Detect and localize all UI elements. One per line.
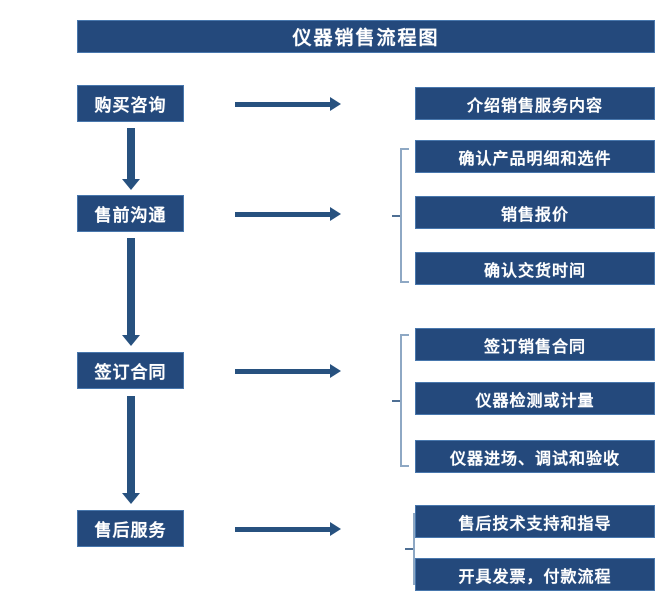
stage-node-aftersales-service: 售后服务 — [77, 510, 184, 547]
detail-node-aftersales-technical-support: 售后技术支持和指导 — [415, 505, 655, 538]
horizontal-arrow-icon-3 — [235, 364, 341, 378]
arrow-shaft — [235, 369, 330, 374]
arrow-shaft — [127, 128, 135, 179]
arrow-head — [330, 97, 341, 111]
page-title: 仪器销售流程图 — [77, 20, 655, 53]
arrow-head — [330, 364, 341, 378]
bracket-stem — [405, 548, 414, 550]
detail-node-instrument-inspection: 仪器检测或计量 — [415, 382, 655, 415]
vertical-arrow-icon-1 — [122, 128, 140, 190]
arrow-head — [122, 493, 140, 504]
bracket-stem — [392, 399, 401, 402]
bracket-spine — [413, 513, 415, 585]
horizontal-arrow-icon-2 — [235, 207, 341, 221]
bracket-cap-top — [400, 148, 409, 150]
bracket-icon-group2 — [392, 148, 410, 283]
bracket-icon-group3 — [392, 334, 410, 467]
arrow-shaft — [235, 102, 330, 107]
arrow-head — [122, 179, 140, 190]
arrow-shaft — [235, 527, 330, 532]
arrow-head — [330, 207, 341, 221]
stage-node-purchase-inquiry: 购买咨询 — [77, 85, 184, 122]
horizontal-arrow-icon-1 — [235, 97, 341, 111]
arrow-shaft — [235, 212, 330, 217]
detail-node-instrument-installation: 仪器进场、调试和验收 — [415, 440, 655, 473]
bracket-spine — [400, 148, 402, 283]
stage-node-sign-contract: 签订合同 — [77, 352, 184, 389]
detail-node-invoice-and-payment: 开具发票，付款流程 — [415, 558, 655, 591]
arrow-shaft — [127, 238, 135, 335]
detail-node-sign-sales-contract: 签订销售合同 — [415, 328, 655, 361]
arrow-shaft — [127, 396, 135, 493]
bracket-cap-bottom — [400, 281, 409, 283]
stage-node-presales-communication: 售前沟通 — [77, 195, 184, 232]
bracket-cap-bottom — [400, 465, 409, 467]
detail-node-confirm-delivery-time: 确认交货时间 — [415, 252, 655, 285]
detail-node-introduce-sales-service: 介绍销售服务内容 — [415, 87, 655, 120]
arrow-head — [122, 335, 140, 346]
arrow-head — [330, 522, 341, 536]
detail-node-sales-quotation: 销售报价 — [415, 196, 655, 229]
bracket-cap-top — [400, 334, 409, 336]
vertical-arrow-icon-2 — [122, 238, 140, 346]
bracket-stem — [392, 214, 401, 217]
bracket-spine — [400, 334, 402, 467]
detail-node-confirm-product-details: 确认产品明细和选件 — [415, 140, 655, 173]
vertical-arrow-icon-3 — [122, 396, 140, 504]
horizontal-arrow-icon-4 — [235, 522, 341, 536]
